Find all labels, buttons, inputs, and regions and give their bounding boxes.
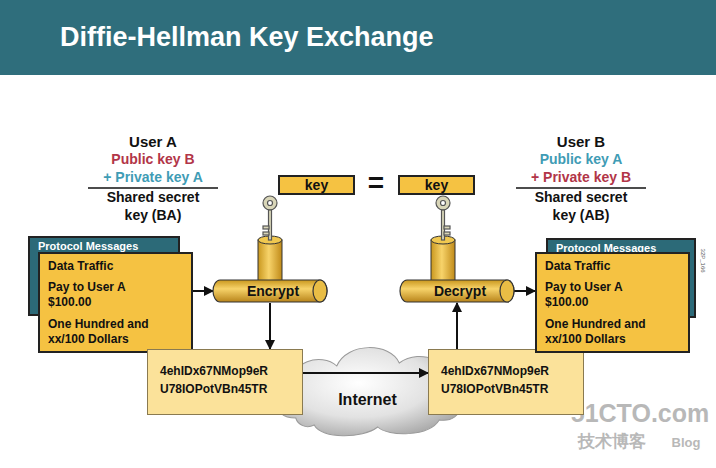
- shared-key-result: Shared secret key (BA): [94, 189, 212, 224]
- node-text: One Hundred and xx/100 Dollars: [48, 317, 168, 346]
- data-traffic-box: Data TrafficPay to User A $100.00One Hun…: [38, 252, 193, 353]
- node-text: One Hundred and xx/100 Dollars: [545, 317, 665, 346]
- node-text: Encrypt: [247, 283, 299, 299]
- data-traffic-box: Data TrafficPay to User A $100.00One Hun…: [535, 252, 690, 353]
- node-text: Decrypt: [434, 283, 486, 299]
- node-text: key: [425, 177, 448, 193]
- key-term: + Private key A: [73, 169, 233, 186]
- node-text: Data Traffic: [48, 259, 183, 273]
- key-box: key: [278, 175, 355, 195]
- key-box: key: [398, 175, 475, 195]
- ciphertext-box: 4ehIDx67NMop9eR U78IOPotVBn45TR: [428, 349, 584, 415]
- user-name: User B: [501, 133, 661, 151]
- equals-sign: =: [361, 166, 391, 200]
- key-tube: [258, 236, 455, 284]
- node-text: 4ehIDx67NMop9eR U78IOPotVBn45TR: [160, 362, 288, 398]
- shared-key-result: Shared secret key (AB): [522, 189, 640, 224]
- node-text: Protocol Messages: [38, 240, 170, 252]
- arrow-connector: [193, 290, 213, 292]
- key-icon: [263, 196, 450, 240]
- key-term: + Private key B: [501, 169, 661, 186]
- ciphertext-box: 4ehIDx67NMop9eR U78IOPotVBn45TR: [147, 349, 303, 415]
- key-term: Public key A: [501, 151, 661, 168]
- key-term: Public key B: [73, 151, 233, 168]
- watermark: 技术博客: [572, 432, 652, 452]
- figure-code: 32P_166: [698, 236, 705, 286]
- diagram-title: Diffie-Hellman Key Exchange: [60, 22, 434, 53]
- node-text: Pay to User A $100.00: [48, 280, 153, 309]
- node-text: Pay to User A $100.00: [545, 280, 650, 309]
- decrypt-cylinder: Decrypt: [400, 279, 514, 303]
- node-text: Data Traffic: [545, 259, 680, 273]
- encrypt-cylinder: Encrypt: [213, 279, 327, 303]
- arrow-connector: [514, 290, 535, 292]
- watermark: Blog: [664, 435, 708, 451]
- sum-rule: [88, 187, 646, 189]
- node-text: 4ehIDx67NMop9eR U78IOPotVBn45TR: [441, 362, 569, 398]
- node-text: Internet: [338, 391, 397, 409]
- arrow-connector: [269, 303, 271, 349]
- watermark: 51CTO.com: [570, 398, 710, 428]
- arrow-connector: [456, 303, 458, 349]
- node-text: key: [305, 177, 328, 193]
- user-name: User A: [73, 133, 233, 151]
